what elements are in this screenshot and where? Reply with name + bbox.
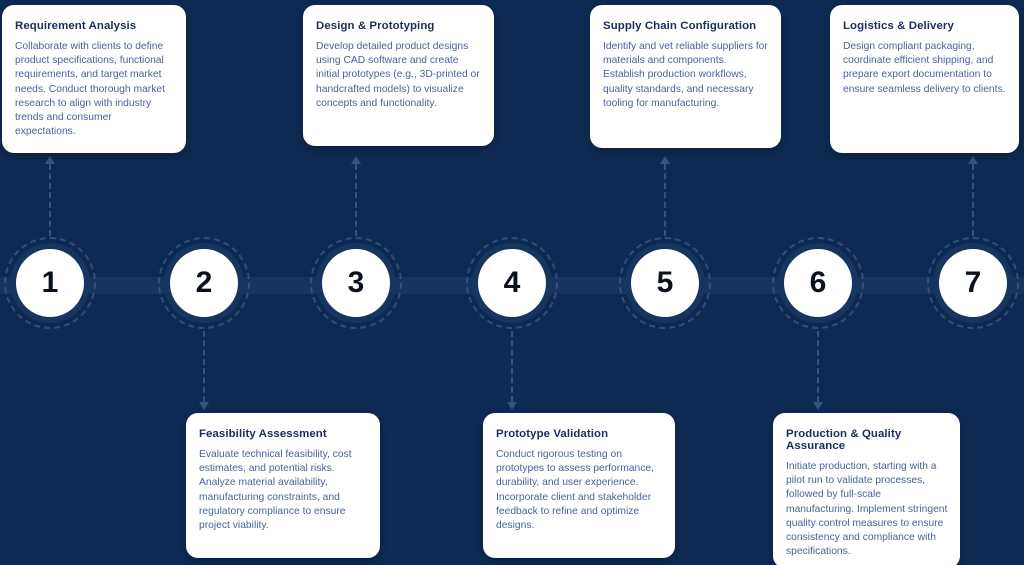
circle-disc: 5 (631, 249, 699, 317)
connector-line (664, 164, 666, 236)
step-card-design-prototyping: Design & Prototyping Develop detailed pr… (303, 5, 494, 146)
card-description: Identify and vet reliable suppliers for … (603, 41, 768, 109)
card-title: Supply Chain Configuration (603, 20, 757, 32)
arrow-down-icon (507, 402, 517, 410)
card-description: Evaluate technical feasibility, cost est… (199, 449, 352, 532)
arrow-up-icon (660, 156, 670, 164)
step-number-circle: 6 (772, 237, 864, 329)
circle-disc: 6 (784, 249, 852, 317)
step-card-feasibility-assessment: Feasibility Assessment Evaluate technica… (186, 413, 380, 558)
card-title: Requirement Analysis (15, 20, 137, 32)
card-description: Conduct rigorous testing on prototypes t… (496, 449, 654, 532)
connector-line (511, 331, 513, 402)
arrow-down-icon (199, 402, 209, 410)
step-number-circle: 3 (310, 237, 402, 329)
card-description: Collaborate with clients to define produ… (15, 41, 165, 138)
step-card-supply-chain-configuration: Supply Chain Configuration Identify and … (590, 5, 781, 148)
step-number: 2 (195, 266, 213, 299)
arrow-up-icon (351, 156, 361, 164)
card-title: Prototype Validation (496, 428, 609, 440)
arrow-up-icon (968, 156, 978, 164)
circle-disc: 1 (16, 249, 84, 317)
step-card-production-quality-assurance: Production & Quality Assurance Initiate … (773, 413, 960, 565)
step-number: 5 (656, 266, 674, 299)
step-number-circle: 7 (927, 237, 1019, 329)
connector-line (972, 164, 974, 236)
circle-disc: 2 (170, 249, 238, 317)
step-number: 4 (503, 266, 521, 299)
connector-line (203, 331, 205, 402)
card-title: Design & Prototyping (316, 20, 435, 32)
connector-line (49, 164, 51, 236)
card-description: Initiate production, starting with a pil… (786, 461, 948, 558)
card-description: Develop detailed product designs using C… (316, 41, 480, 109)
step-card-prototype-validation: Prototype Validation Conduct rigorous te… (483, 413, 675, 558)
step-number-circle: 1 (4, 237, 96, 329)
connector-line (817, 331, 819, 402)
card-title: Feasibility Assessment (199, 428, 327, 440)
arrow-up-icon (45, 156, 55, 164)
step-number-circle: 5 (619, 237, 711, 329)
step-number-circle: 2 (158, 237, 250, 329)
step-card-requirement-analysis: Requirement Analysis Collaborate with cl… (2, 5, 186, 153)
arrow-down-icon (813, 402, 823, 410)
card-description: Design compliant packaging, coordinate e… (843, 41, 1006, 95)
step-number: 7 (964, 266, 982, 299)
card-title: Production & Quality Assurance (786, 428, 902, 452)
circle-disc: 3 (322, 249, 390, 317)
step-number: 3 (347, 266, 365, 299)
circle-disc: 7 (939, 249, 1007, 317)
step-number: 1 (41, 266, 59, 299)
step-number-circle: 4 (466, 237, 558, 329)
step-number: 6 (809, 266, 827, 299)
circle-disc: 4 (478, 249, 546, 317)
step-card-logistics-delivery: Logistics & Delivery Design compliant pa… (830, 5, 1019, 153)
connector-line (355, 164, 357, 236)
card-title: Logistics & Delivery (843, 20, 954, 32)
